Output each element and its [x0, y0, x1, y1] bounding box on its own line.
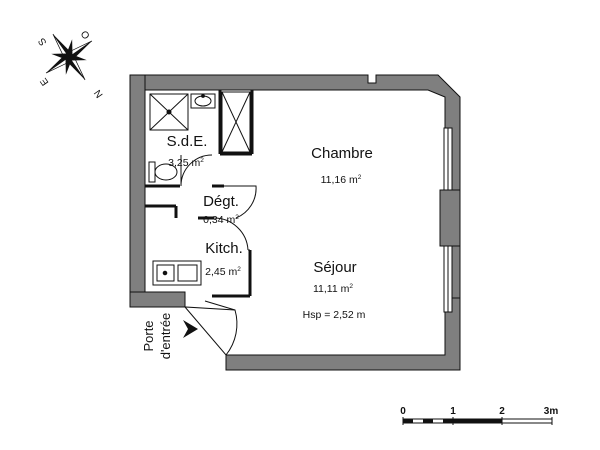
compass-letter-n: N	[92, 87, 105, 99]
door-kitch	[213, 217, 249, 251]
interior-walls	[145, 90, 254, 298]
shower-tray	[149, 93, 189, 131]
room-name-kitch: Kitch.	[205, 240, 243, 257]
compass-rose: S O E N	[36, 28, 105, 100]
windows	[443, 127, 453, 313]
room-area-sejour: 11,11 m2	[313, 283, 353, 295]
compass-letter-o: O	[79, 28, 93, 41]
door-chambre	[224, 185, 257, 219]
room-area-kitch: 2,45 m2	[205, 266, 241, 278]
compass-star-icon	[45, 33, 93, 81]
scale-label-1: 1	[450, 406, 456, 417]
scale-label-3m: 3m	[544, 406, 559, 417]
storage-closet	[221, 91, 251, 153]
scale-label-2: 2	[499, 406, 505, 417]
entrance-label-line2: d'entrée	[158, 313, 173, 360]
wall-right-pillar	[439, 189, 461, 247]
room-name-sejour: Séjour	[313, 259, 356, 276]
room-area-sde: 3,25 m2	[168, 157, 204, 169]
washbasin-icon	[190, 93, 216, 109]
wall-bottom	[225, 297, 461, 371]
scale-bar: 0 1 2 3m	[400, 406, 558, 425]
entrance-label-line1: Porte	[141, 320, 156, 351]
ceiling-height: Hsp = 2,52 m	[303, 309, 366, 321]
compass-letter-e: E	[38, 75, 51, 87]
exterior-walls	[129, 74, 461, 371]
wc-icon	[148, 161, 178, 183]
room-name-sde: S.d.E.	[167, 133, 208, 150]
scale-label-0: 0	[400, 406, 406, 417]
entrance-arrow-icon	[183, 320, 198, 338]
room-name-degt: Dégt.	[203, 193, 239, 210]
wall-bottom-left	[129, 291, 186, 308]
wall-left	[129, 74, 146, 308]
room-name-chambre: Chambre	[311, 145, 373, 162]
entrance-label: Porte d'entrée	[141, 313, 198, 360]
compass-letter-s: S	[36, 35, 49, 47]
room-area-degt: 0,34 m2	[203, 214, 239, 226]
doors	[180, 154, 257, 356]
door-entrance	[183, 306, 238, 356]
kitchen-sink-icon	[152, 260, 202, 286]
room-labels: S.d.E. 3,25 m2 Chambre 11,16 m2 Dégt. 0,…	[167, 133, 373, 321]
room-area-chambre: 11,16 m2	[321, 174, 362, 186]
